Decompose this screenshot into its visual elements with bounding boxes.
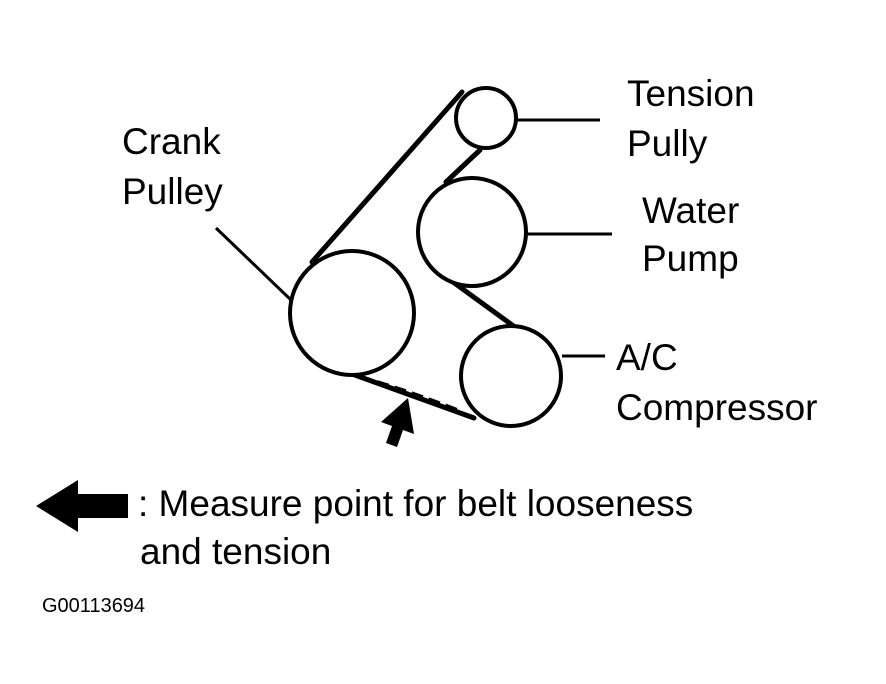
- figure-id: G00113694: [42, 595, 145, 617]
- leader-crank-pulley: [214, 226, 293, 302]
- water-pump-label-line2: Pump: [642, 238, 739, 279]
- belt-deflection-dashed: [359, 375, 463, 414]
- tension-pulley-label-line2: Pully: [627, 123, 708, 164]
- legend-text-line1: : Measure point for belt looseness: [138, 483, 693, 524]
- legend-arrow-icon: [36, 480, 128, 532]
- ac-compressor-label-line1: A/C: [616, 337, 678, 378]
- measure-point-arrow-icon: [381, 398, 414, 447]
- water-pump-pulley: [416, 176, 528, 288]
- water-pump-label-line1: Water: [642, 190, 739, 231]
- crank-pulley-label-line2: Pulley: [122, 171, 223, 212]
- ac-compressor-pulley: [459, 324, 563, 428]
- belt-segment-tension-to-water-pump: [443, 147, 483, 185]
- crank-pulley-label-line1: Crank: [122, 121, 221, 162]
- tension-pulley-label-line1: Tension: [627, 73, 755, 114]
- belt-segment-water-pump-to-ac: [450, 279, 522, 333]
- crank-pulley: [288, 249, 416, 377]
- belt-segment-crank-to-tension: [309, 89, 465, 265]
- legend-text-line2: and tension: [140, 531, 331, 572]
- ac-compressor-label-line2: Compressor: [616, 387, 818, 428]
- tension-pulley: [454, 86, 518, 150]
